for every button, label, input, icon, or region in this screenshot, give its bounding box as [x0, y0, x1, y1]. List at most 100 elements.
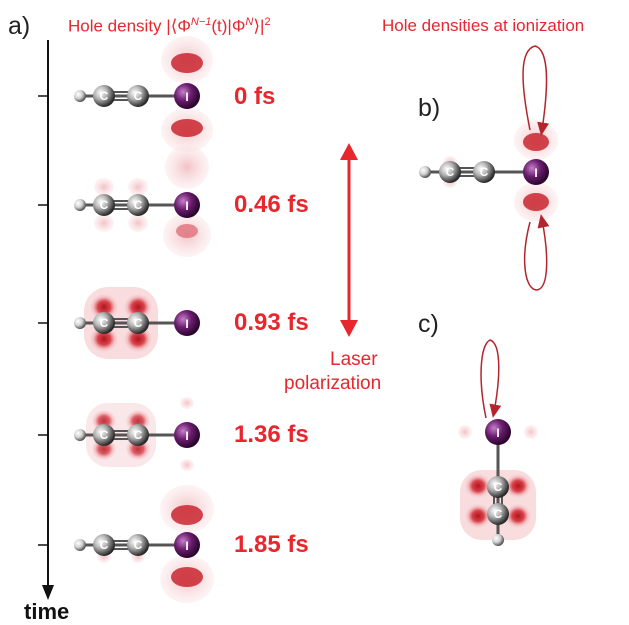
hole-lobe: [128, 214, 148, 232]
molecule-snapshot: [74, 287, 200, 359]
hole-lobe: [505, 474, 531, 498]
carbon-atom: [127, 424, 149, 446]
arrowhead-up-icon: [340, 143, 358, 160]
hole-lobe: [171, 53, 203, 73]
iodine-atom: [174, 192, 200, 218]
hole-density-sup-2: 2: [264, 16, 271, 28]
time-axis-label: time: [24, 599, 70, 624]
hydrogen-atom: [74, 90, 86, 102]
hole-lobe: [94, 214, 114, 232]
carbon-letter: C: [134, 198, 143, 212]
hole-lobe: [176, 224, 198, 238]
carbon-letter: C: [134, 316, 143, 330]
iodine-letter: I: [534, 166, 537, 180]
hole-lobe: [171, 119, 203, 137]
carbon-letter: C: [134, 538, 143, 552]
arrowhead-down-icon: [340, 320, 358, 337]
hole-lobe: [128, 178, 148, 196]
hole-density-title: Hole density |⟨ΦN−1(t)|ΦN⟩|2: [68, 16, 271, 37]
molecule-snapshot: [74, 145, 211, 257]
hole-lobe: [465, 474, 491, 498]
carbon-letter: C: [134, 89, 143, 103]
panel-c-label: c): [418, 310, 439, 338]
iodine-letter: I: [185, 429, 188, 443]
hole-density-tail: ⟩|: [253, 16, 265, 36]
carbon-atom: [439, 161, 461, 183]
carbon-atom: [93, 194, 115, 216]
hole-lobe: [180, 459, 194, 471]
time-axis: [38, 40, 54, 600]
carbon-letter: C: [446, 165, 455, 179]
hole-lobe: [465, 504, 491, 528]
laser-label-line2: polarization: [284, 373, 382, 394]
carbon-letter: C: [100, 538, 109, 552]
carbon-atom: [473, 161, 495, 183]
hole-density-text: Hole density |⟨Φ: [68, 16, 191, 36]
snapshot-time-1: 0.46 fs: [234, 191, 309, 218]
hydrogen-atom: [74, 429, 86, 441]
iodine-atom: [523, 159, 549, 185]
carbon-letter: C: [494, 480, 503, 494]
hole-lobe: [165, 145, 209, 189]
hole-lobe: [90, 326, 118, 352]
ionization-loop-arrow: [480, 339, 502, 419]
carbon-atom: [127, 312, 149, 334]
hole-lobe: [94, 178, 114, 196]
laser-polarization-arrow: [340, 143, 358, 337]
snapshot-time-2: 0.93 fs: [234, 309, 309, 336]
molecule-snapshot: [74, 36, 213, 152]
carbon-atom: [127, 534, 149, 556]
carbon-letter: C: [134, 428, 143, 442]
snapshot-time-4: 1.85 fs: [234, 531, 309, 558]
hole-lobe: [524, 425, 538, 439]
carbon-atom: [93, 534, 115, 556]
hole-ionization-title: Hole densities at ionization: [382, 16, 585, 35]
iodine-atom: [174, 83, 200, 109]
panel-a-label: a): [8, 12, 31, 40]
hole-lobe: [523, 193, 549, 211]
hydrogen-atom: [492, 534, 504, 546]
carbon-letter: C: [494, 507, 503, 521]
molecule-snapshot: [74, 397, 200, 471]
carbon-atom: [487, 476, 509, 498]
iodine-atom: [485, 419, 511, 445]
iodine-atom: [174, 532, 200, 558]
carbon-letter: C: [480, 165, 489, 179]
hydrogen-atom: [419, 166, 431, 178]
carbon-atom: [93, 424, 115, 446]
time-axis-arrowhead-icon: [42, 585, 54, 600]
hydrogen-atom: [74, 539, 86, 551]
panel-b-label: b): [418, 94, 441, 122]
hole-lobe: [523, 133, 549, 151]
iodine-letter: I: [496, 426, 499, 440]
carbon-letter: C: [100, 316, 109, 330]
hole-density-mid: (t)|Φ: [211, 16, 246, 36]
iodine-letter: I: [185, 90, 188, 104]
carbon-letter: C: [100, 198, 109, 212]
panel-c-molecule: [458, 419, 538, 546]
hole-lobe: [180, 397, 194, 409]
atom-letters: C C I C C I C C I C C I C C I C C I I C …: [100, 89, 538, 553]
hole-lobe: [458, 425, 472, 439]
iodine-atom: [174, 310, 200, 336]
hole-lobe: [505, 504, 531, 528]
carbon-letter: C: [100, 89, 109, 103]
molecule-snapshot: [74, 485, 214, 603]
hydrogen-atom: [74, 317, 86, 329]
iodine-atom: [174, 422, 200, 448]
ionization-loop-arrow: [523, 214, 550, 291]
snapshot-time-3: 1.36 fs: [234, 421, 309, 448]
hole-lobe: [90, 294, 118, 320]
hole-lobe: [124, 294, 152, 320]
hydrogen-atom: [74, 199, 86, 211]
carbon-letter: C: [100, 428, 109, 442]
hole-lobe: [124, 326, 152, 352]
carbon-atom: [127, 194, 149, 216]
carbon-atom: [93, 312, 115, 334]
carbon-atom: [93, 85, 115, 107]
hole-lobe: [171, 567, 203, 587]
iodine-letter: I: [185, 199, 188, 213]
iodine-letter: I: [185, 539, 188, 553]
carbon-atom: [487, 503, 509, 525]
